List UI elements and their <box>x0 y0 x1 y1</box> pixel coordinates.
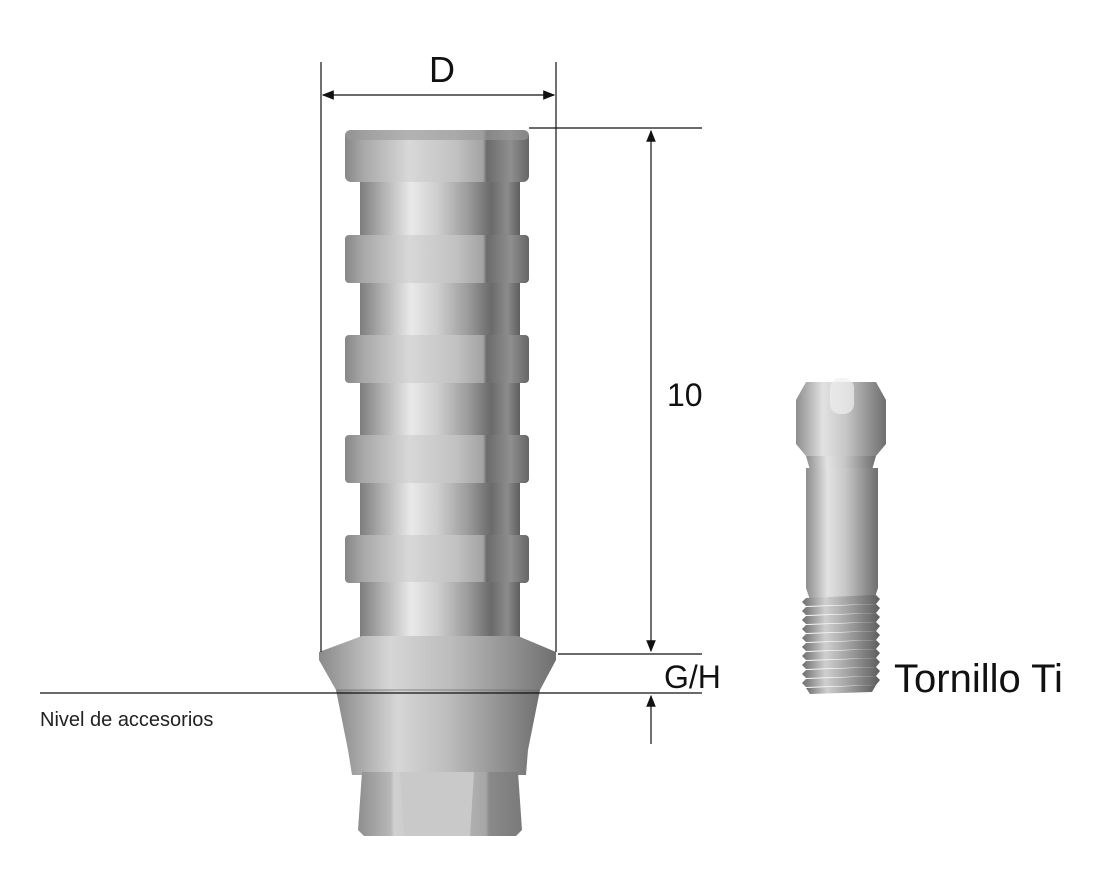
retention-ring <box>345 235 529 283</box>
screw-thread <box>802 640 880 651</box>
screw-thread <box>802 595 880 606</box>
retention-rings <box>345 235 529 583</box>
screw-thread <box>802 631 880 642</box>
screw-thread <box>802 613 880 624</box>
abutment-top-ring <box>345 130 529 182</box>
abutment-collar <box>319 636 556 690</box>
screw-tip <box>806 685 876 694</box>
retention-ring <box>345 335 529 383</box>
screw-neck <box>806 456 876 470</box>
screw-thread <box>802 604 880 615</box>
retention-ring <box>345 535 529 583</box>
abutment <box>319 130 556 836</box>
height-label: 10 <box>667 377 703 413</box>
screw-thread <box>802 622 880 633</box>
abutment-neck <box>360 582 520 640</box>
retention-ring <box>345 435 529 483</box>
screw-thread <box>802 658 880 669</box>
accessory-level-label: Nivel de accesorios <box>40 709 213 731</box>
titanium-screw <box>796 378 886 694</box>
screw-thread <box>802 676 880 687</box>
screw-head <box>796 382 886 456</box>
screw-label: Tornillo Ti <box>894 657 1063 701</box>
gingival-height-label: G/H <box>664 659 721 695</box>
dimensions <box>40 62 702 744</box>
diameter-label: D <box>429 49 455 90</box>
screw-thread <box>802 667 880 678</box>
screw-shank <box>806 468 878 588</box>
screw-threads <box>802 595 880 694</box>
screw-thread <box>802 649 880 660</box>
